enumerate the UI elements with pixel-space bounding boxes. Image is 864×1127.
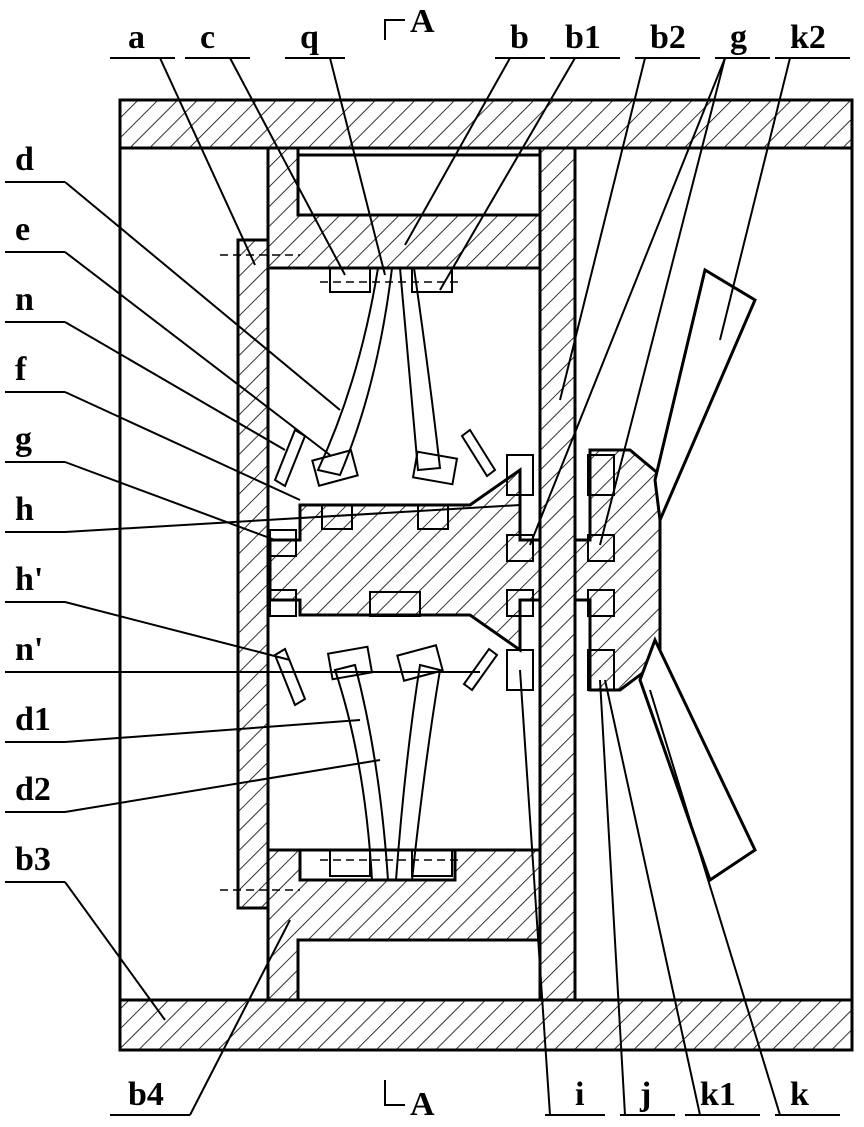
section-arrow-top <box>385 20 405 40</box>
label-b2: b2 <box>650 19 686 56</box>
label-h: h <box>15 491 34 528</box>
section-label-top: A <box>410 3 435 40</box>
label-n-prime: n' <box>15 631 43 668</box>
label-d1: d1 <box>15 701 51 738</box>
upper-blade <box>655 270 755 520</box>
label-k: k <box>790 1076 809 1113</box>
label-g: g <box>730 19 747 56</box>
label-d2: d2 <box>15 771 51 808</box>
label-a: a <box>128 19 145 56</box>
label-i: i <box>575 1076 584 1113</box>
top-cavity <box>298 155 540 215</box>
label-g-left: g <box>15 421 32 458</box>
bottom-cavity <box>298 940 540 1000</box>
label-q: q <box>300 19 319 56</box>
label-b4: b4 <box>128 1076 164 1113</box>
label-b1: b1 <box>565 19 601 56</box>
label-h-prime: h' <box>15 561 43 598</box>
label-n: n <box>15 281 34 318</box>
central-wall <box>540 148 575 1000</box>
label-k2: k2 <box>790 19 826 56</box>
section-label-bottom: A <box>410 1086 435 1123</box>
label-d: d <box>15 141 34 178</box>
label-b: b <box>510 19 529 56</box>
label-c: c <box>200 19 215 56</box>
label-e: e <box>15 211 30 248</box>
label-b3: b3 <box>15 841 51 878</box>
housing-left-wall <box>238 240 268 908</box>
label-j: j <box>639 1076 651 1113</box>
label-k1: k1 <box>700 1076 736 1113</box>
section-arrow-bottom <box>385 1080 405 1105</box>
label-f: f <box>15 351 27 388</box>
